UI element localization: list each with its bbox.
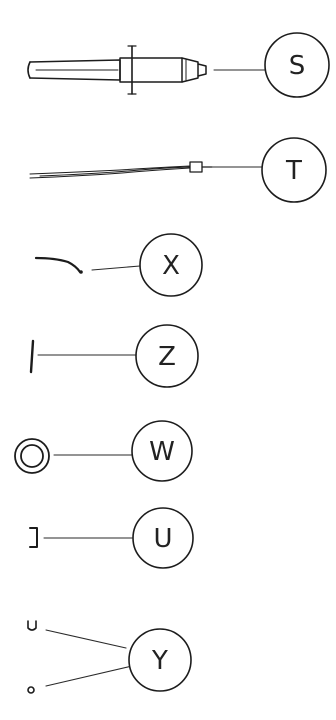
leader-line-x (91, 265, 141, 271)
bracket-part (29, 527, 38, 548)
callout-t: T (261, 137, 327, 203)
callout-u: U (132, 507, 194, 569)
leader-line-y-lower (45, 665, 133, 687)
callout-s: S (264, 32, 330, 98)
small-o-piece (27, 686, 35, 694)
callout-u-circle (132, 507, 194, 569)
callout-t-label: T (285, 156, 302, 186)
callout-u-label: U (153, 524, 172, 554)
callout-y-label: Y (151, 646, 168, 676)
wire-tip (79, 270, 83, 274)
small-pieces-part (27, 620, 37, 694)
small-u-piece (27, 620, 37, 631)
straight-rod-part (29, 339, 35, 374)
callout-x-label: X (162, 251, 180, 281)
callout-z-circle (135, 324, 199, 388)
leader-line-y-upper (45, 629, 127, 649)
callout-y-circle (128, 628, 192, 692)
callout-x-circle (139, 233, 203, 297)
callout-w: W (131, 420, 193, 482)
callout-w-circle (131, 420, 193, 482)
callout-z-label: Z (158, 342, 176, 372)
callout-s-circle (264, 32, 330, 98)
ring-part (14, 438, 50, 474)
callout-z: Z (135, 324, 199, 388)
tube-part (29, 161, 213, 179)
callout-t-circle (261, 137, 327, 203)
curved-wire-part (34, 256, 83, 274)
callout-s-label: S (289, 51, 306, 81)
callout-w-label: W (149, 437, 175, 467)
callout-y: Y (128, 628, 192, 692)
callout-x: X (139, 233, 203, 297)
syringe-part (27, 45, 207, 95)
